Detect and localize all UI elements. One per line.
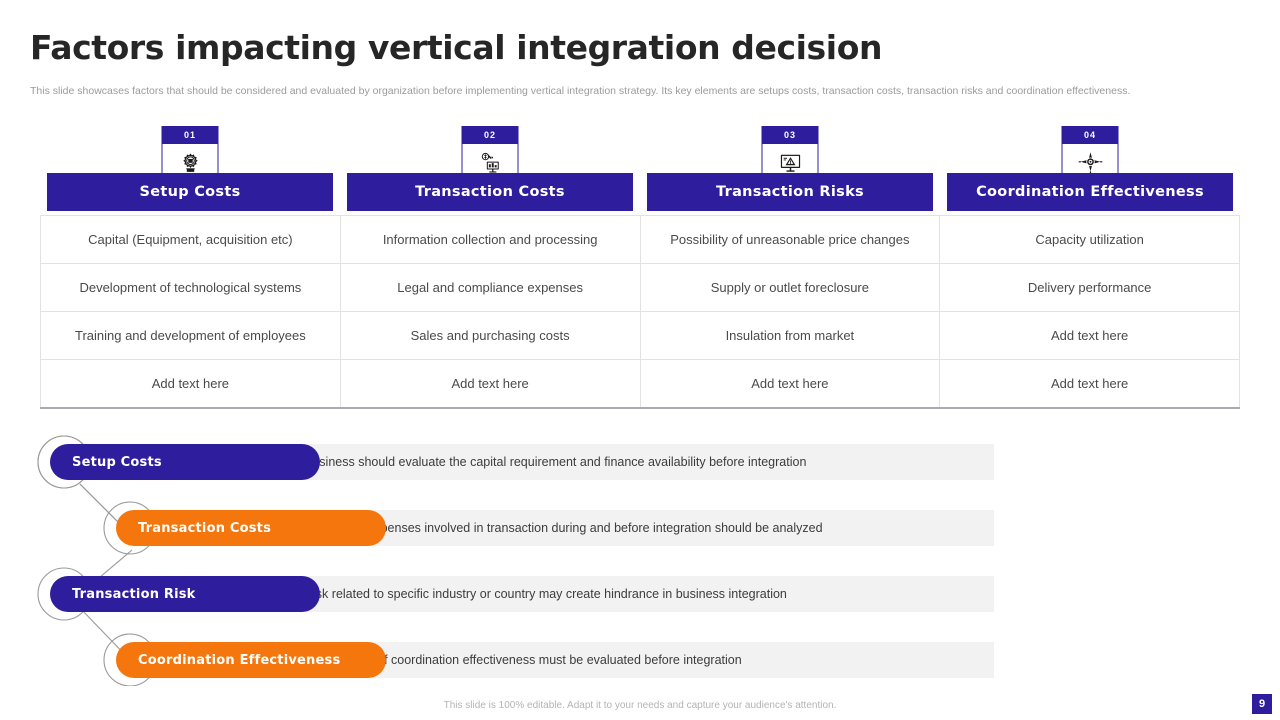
factor-card-2[interactable]: 02 Transaction Costs bbox=[340, 126, 640, 222]
page-subtitle: This slide showcases factors that should… bbox=[30, 85, 1131, 97]
table-cell: Training and development of employees bbox=[40, 311, 341, 360]
footer-note: This slide is 100% editable. Adapt it to… bbox=[443, 700, 837, 711]
card-number-badge: 01 bbox=[161, 126, 219, 144]
table-row: Capital (Equipment, acquisition etc) Inf… bbox=[40, 215, 1240, 264]
table-cell: Possibility of unreasonable price change… bbox=[639, 215, 941, 264]
page-title: Factors impacting vertical integration d… bbox=[30, 28, 883, 67]
card-title: Coordination Effectiveness bbox=[947, 173, 1233, 211]
factors-table: Capital (Equipment, acquisition etc) Inf… bbox=[40, 215, 1240, 409]
table-cell: Capital (Equipment, acquisition etc) bbox=[40, 215, 341, 264]
card-number-badge: 03 bbox=[761, 126, 819, 144]
table-cell: Add text here bbox=[339, 359, 641, 409]
chain-diagram: Business should evaluate the capital req… bbox=[36, 432, 1016, 686]
chain-item-label[interactable]: Transaction Costs bbox=[116, 510, 386, 546]
factor-card-4[interactable]: 04 Coordination Effectiveness bbox=[940, 126, 1240, 222]
card-title: Setup Costs bbox=[47, 173, 333, 211]
table-cell: Capacity utilization bbox=[939, 215, 1240, 264]
factor-card-1[interactable]: 01 Setup Costs bbox=[40, 126, 340, 222]
chain-item-description: Risk related to specific industry or cou… bbox=[290, 576, 994, 612]
chain-item-1[interactable]: Business should evaluate the capital req… bbox=[36, 444, 1016, 480]
factor-card-3[interactable]: 03 Transaction Risks bbox=[640, 126, 940, 222]
card-title: Transaction Risks bbox=[647, 173, 933, 211]
table-cell: Legal and compliance expenses bbox=[339, 263, 641, 312]
table-cell: Delivery performance bbox=[939, 263, 1240, 312]
chain-item-label[interactable]: Coordination Effectiveness bbox=[116, 642, 386, 678]
chain-item-label[interactable]: Transaction Risk bbox=[50, 576, 320, 612]
chain-item-label[interactable]: Setup Costs bbox=[50, 444, 320, 480]
table-cell: Information collection and processing bbox=[339, 215, 641, 264]
table-cell: Supply or outlet foreclosure bbox=[639, 263, 941, 312]
table-cell: Add text here bbox=[939, 311, 1240, 360]
table-row: Development of technological systems Leg… bbox=[40, 263, 1240, 312]
table-cell: Add text here bbox=[40, 359, 341, 409]
table-row: Add text here Add text here Add text her… bbox=[40, 359, 1240, 409]
card-number-badge: 02 bbox=[461, 126, 519, 144]
table-cell: Development of technological systems bbox=[40, 263, 341, 312]
factor-cards: 01 Setup Costs 02 bbox=[40, 126, 1240, 222]
table-cell: Insulation from market bbox=[639, 311, 941, 360]
table-cell: Sales and purchasing costs bbox=[339, 311, 641, 360]
table-cell: Add text here bbox=[939, 359, 1240, 409]
card-number-badge: 04 bbox=[1061, 126, 1119, 144]
chain-item-3[interactable]: Risk related to specific industry or cou… bbox=[36, 576, 1016, 612]
card-title: Transaction Costs bbox=[347, 173, 633, 211]
table-cell: Add text here bbox=[639, 359, 941, 409]
chain-item-4[interactable]: Self coordination effectiveness must be … bbox=[36, 642, 1016, 678]
chain-item-description: Business should evaluate the capital req… bbox=[290, 444, 994, 480]
chain-item-2[interactable]: Expenses involved in transaction during … bbox=[36, 510, 1016, 546]
chain-item-description: Expenses involved in transaction during … bbox=[352, 510, 994, 546]
chain-item-description: Self coordination effectiveness must be … bbox=[352, 642, 994, 678]
table-row: Training and development of employees Sa… bbox=[40, 311, 1240, 360]
page-number-badge: 9 bbox=[1252, 694, 1272, 714]
